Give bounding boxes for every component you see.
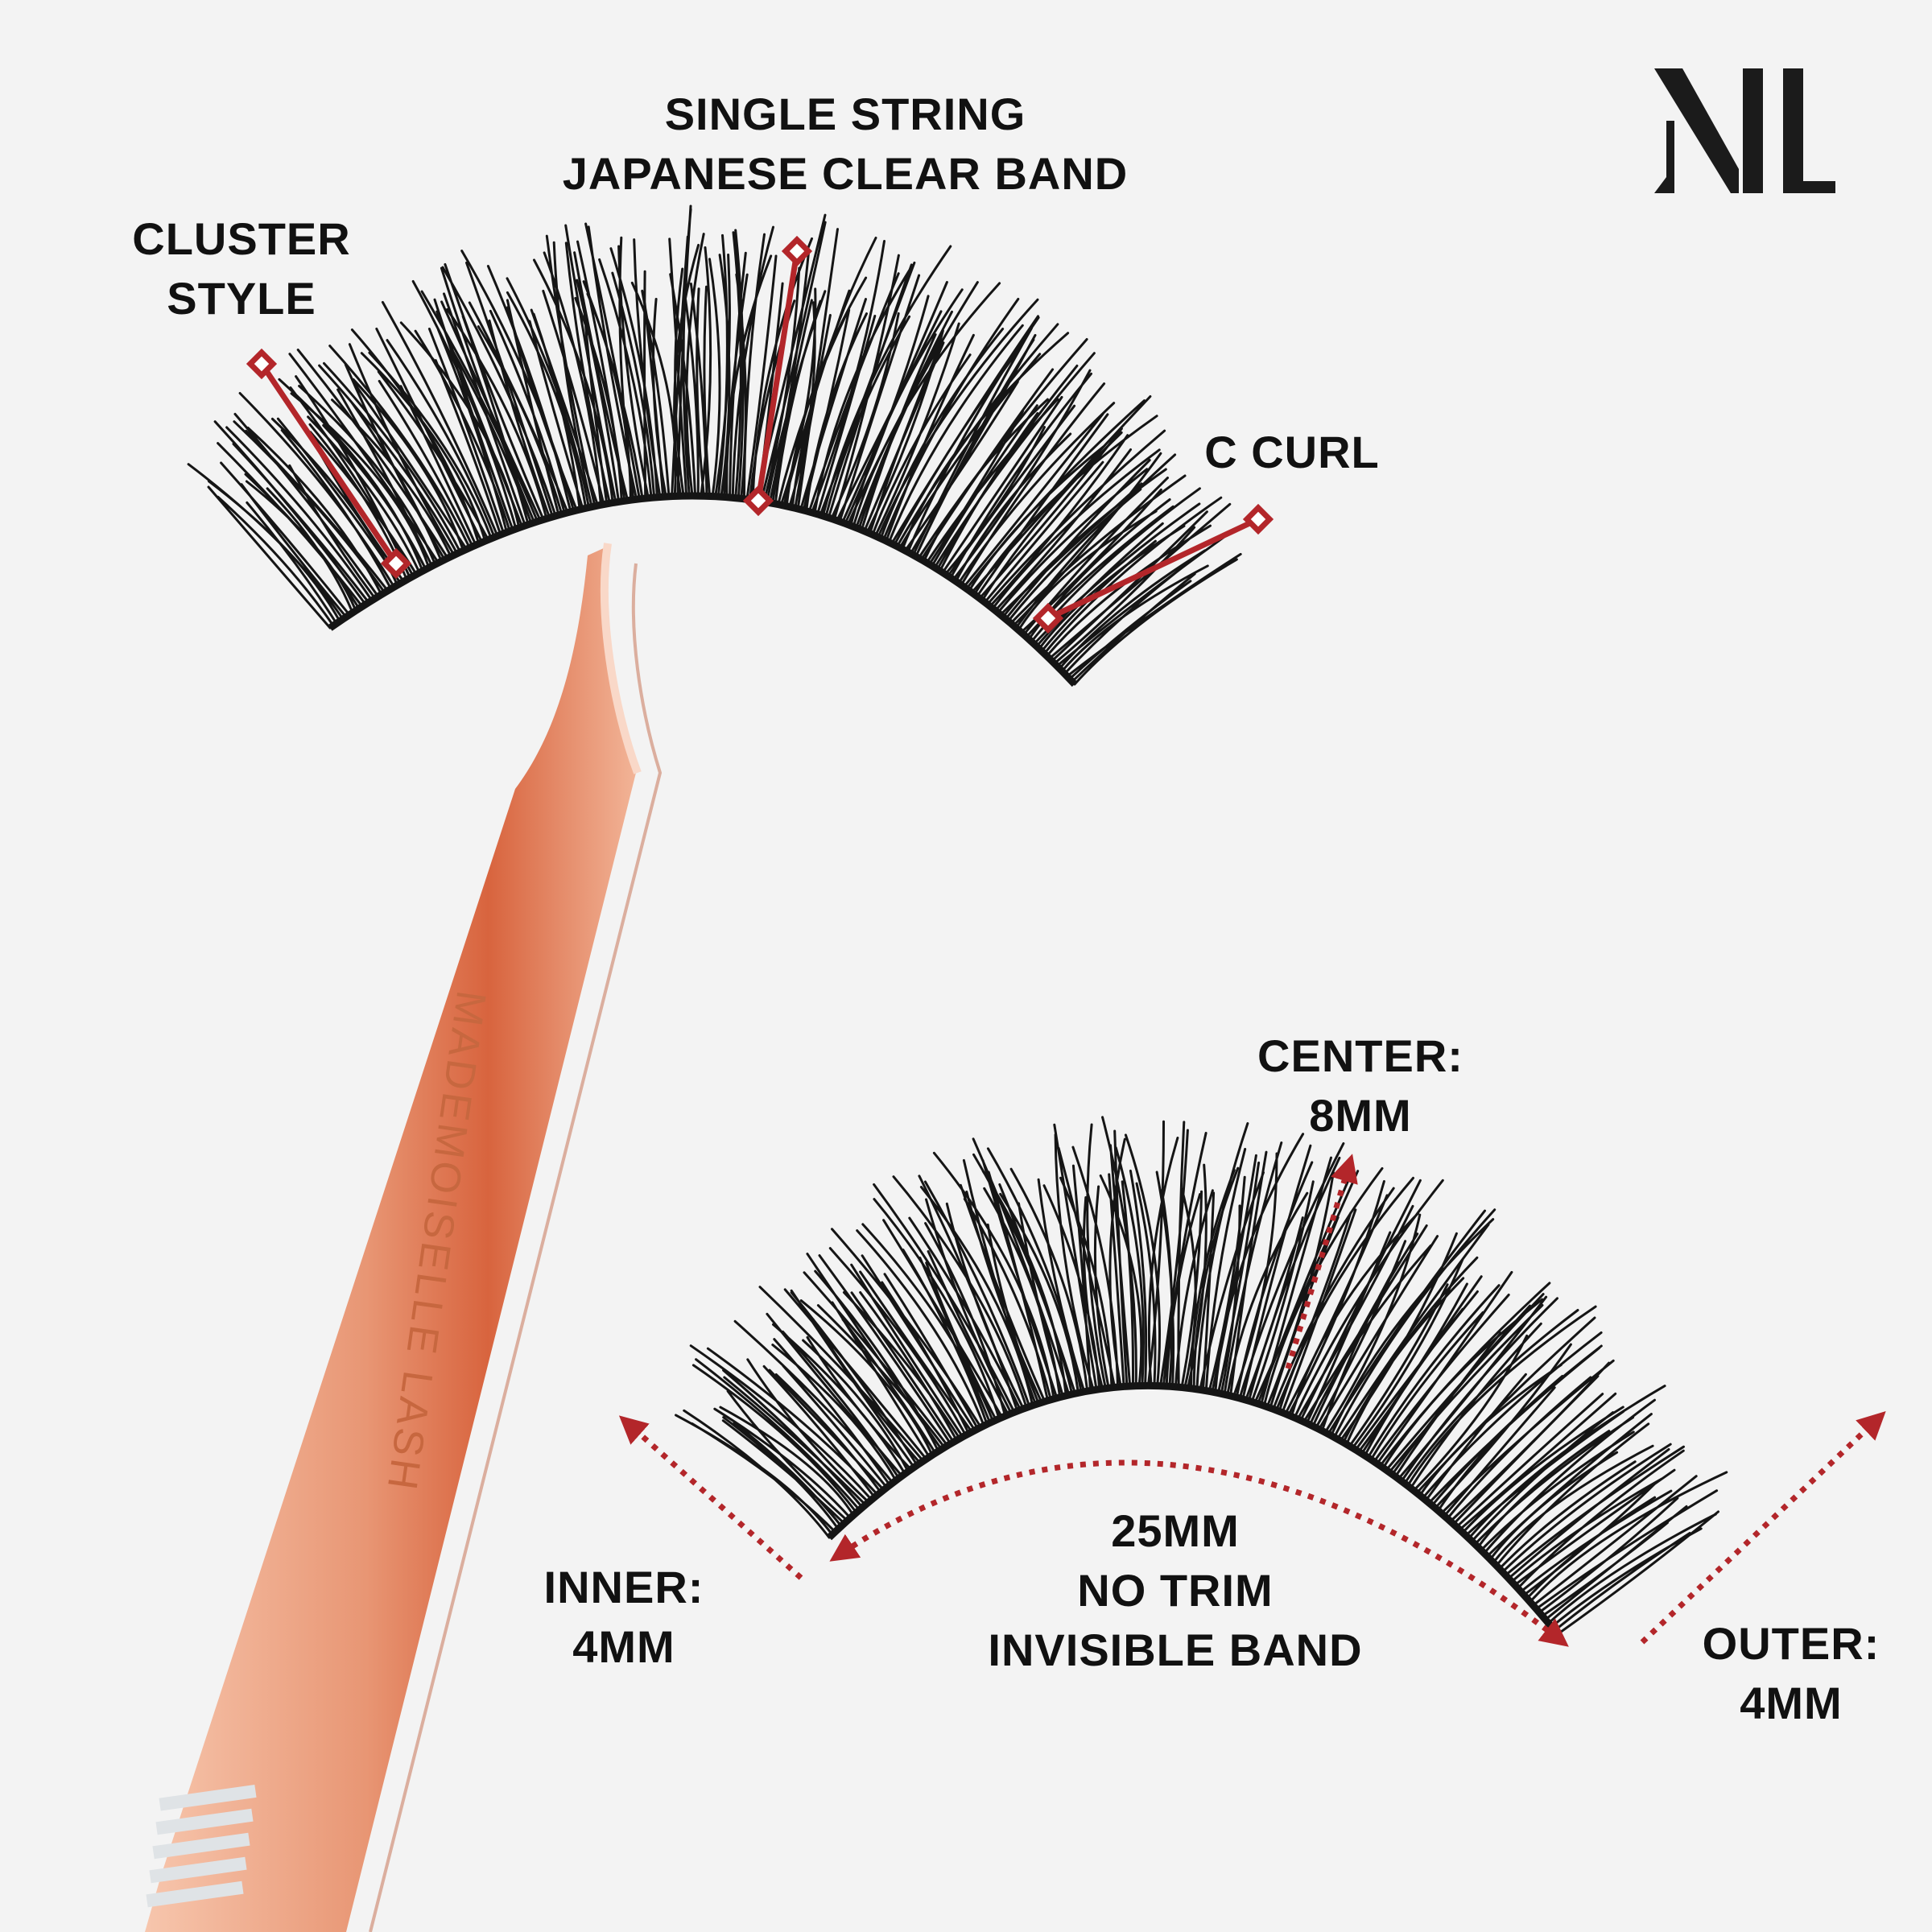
lash-strip-top bbox=[187, 204, 1242, 687]
measurement-arrows bbox=[618, 1154, 1886, 1647]
outer-measurement-label: OUTER: 4MM bbox=[1702, 1618, 1880, 1728]
clear-band-pointer bbox=[742, 235, 813, 517]
c-curl-pointer bbox=[1032, 503, 1274, 634]
cluster-style-pointer bbox=[246, 348, 412, 580]
lash-strip-bottom bbox=[675, 1116, 1728, 1637]
c-curl-label: C CURL bbox=[1204, 427, 1380, 477]
tweezers: MADEMOISELLE LASH bbox=[145, 543, 663, 1932]
tweezer-grip bbox=[146, 1785, 257, 1908]
svg-text:ML: ML bbox=[1739, 118, 1757, 132]
single-string-label: SINGLE STRING JAPANESE CLEAR BAND bbox=[562, 89, 1129, 199]
inner-measurement-label: INNER: 4MM bbox=[543, 1562, 704, 1672]
band-length-label: 25MM NO TRIM INVISIBLE BAND bbox=[988, 1505, 1363, 1675]
center-measurement-label: CENTER: 8MM bbox=[1257, 1030, 1463, 1141]
ml-logo: ML bbox=[1654, 68, 1835, 193]
cluster-style-label: CLUSTER STYLE bbox=[132, 213, 351, 324]
